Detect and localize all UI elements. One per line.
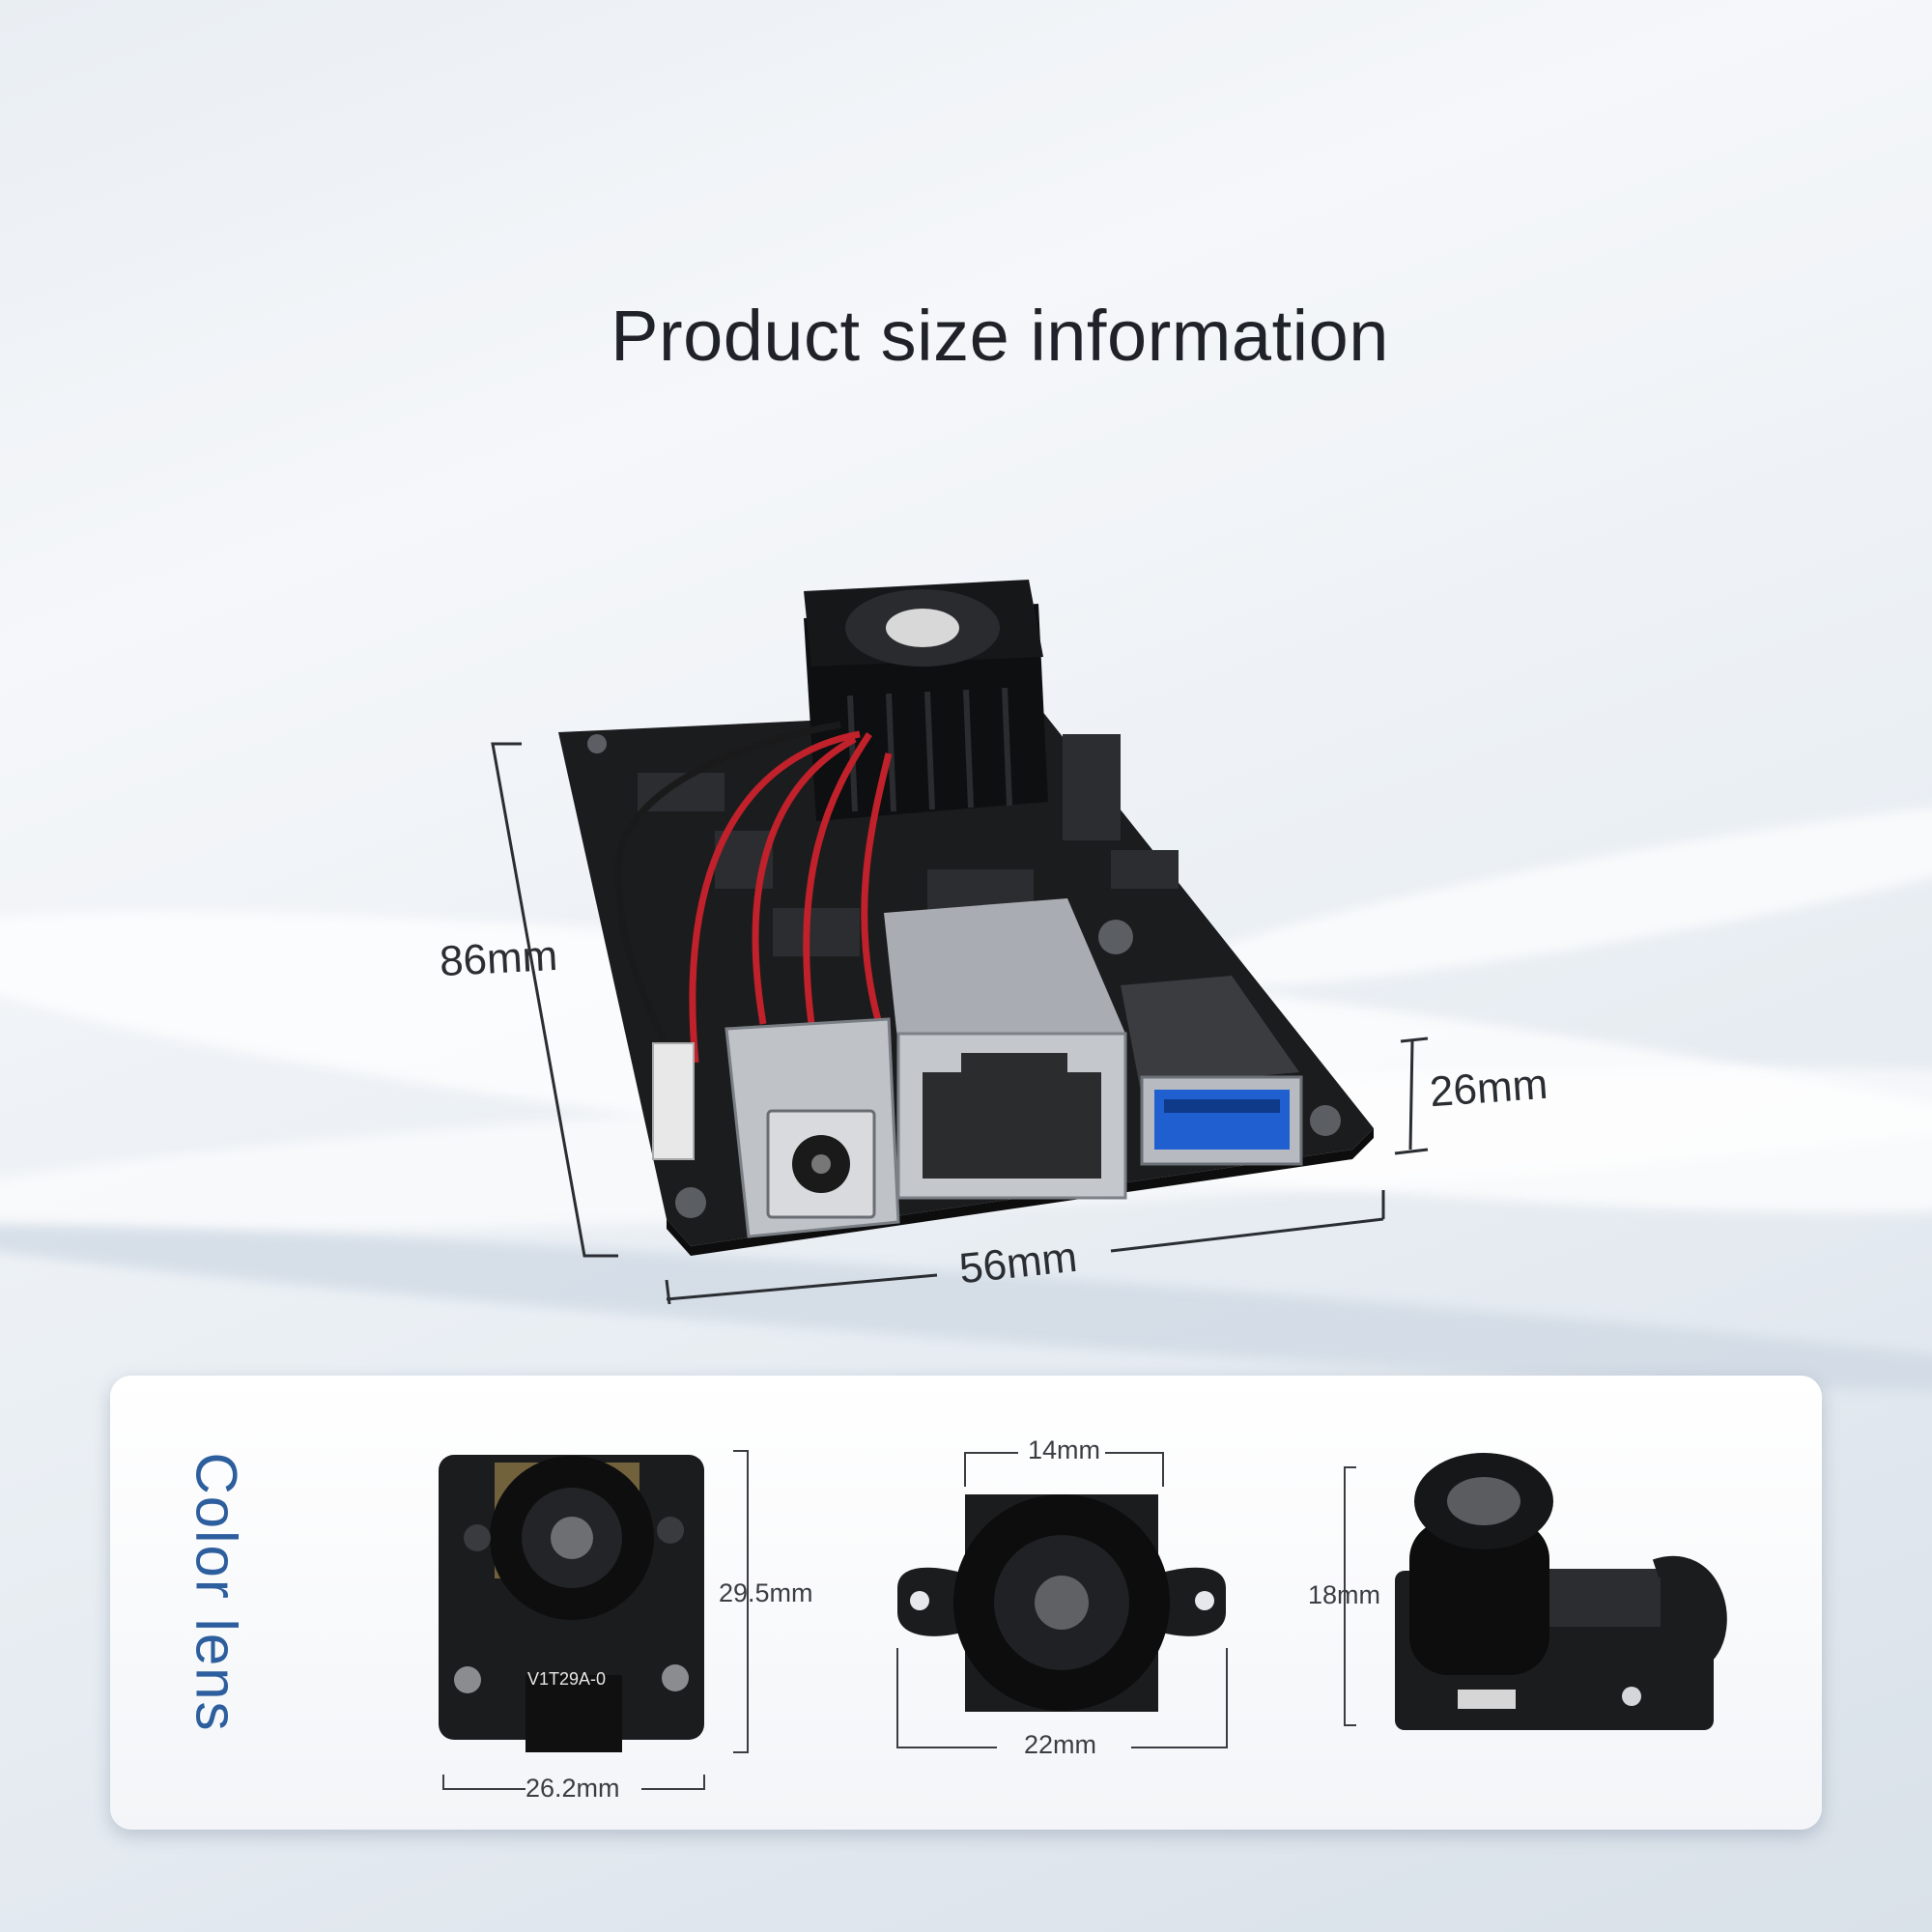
- module-a-height-label: 29.5mm: [719, 1578, 813, 1607]
- module-b-top-label: 14mm: [1028, 1435, 1101, 1464]
- dimension-height-label: 86mm: [438, 931, 559, 986]
- dimension-depth-label: 26mm: [1428, 1060, 1549, 1117]
- lens-card: Color lens V1T29A-0: [110, 1376, 1822, 1830]
- ethernet-port: [884, 898, 1127, 1200]
- part-marking: V1T29A-0: [527, 1669, 606, 1689]
- jst-connector: [652, 1042, 695, 1160]
- lens-module-c: [1395, 1453, 1727, 1730]
- module-b-bottom-label: 22mm: [1024, 1730, 1097, 1759]
- lens-module-b: [897, 1494, 1226, 1712]
- module-a-width-label: 26.2mm: [526, 1774, 620, 1803]
- lens-module-a: [439, 1455, 704, 1752]
- page-title: Product size information: [611, 296, 1389, 376]
- lens-modules: V1T29A-0: [439, 1450, 1727, 1790]
- usb-port: [1121, 976, 1303, 1166]
- cooling-fan: [804, 580, 1048, 821]
- dimension-lines: [491, 742, 1429, 1305]
- module-c-height-label: 18mm: [1308, 1580, 1381, 1609]
- fan-wires: [614, 721, 893, 1074]
- dc-power-jack: [724, 1017, 900, 1238]
